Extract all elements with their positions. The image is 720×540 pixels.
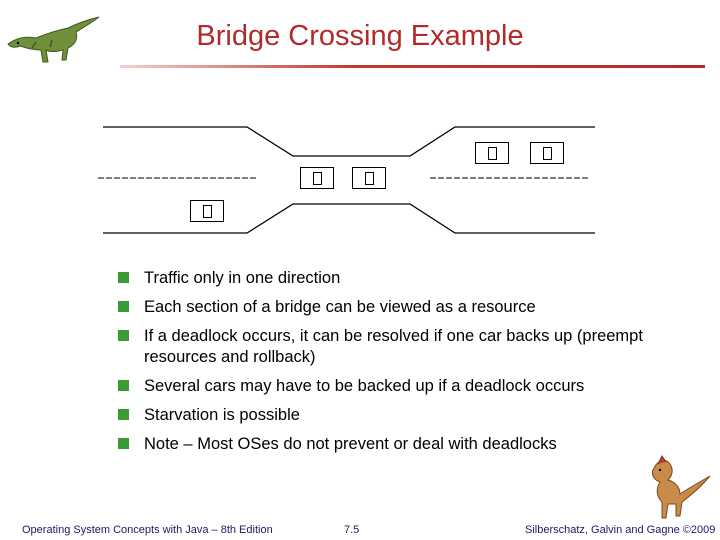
car-box-icon	[202, 204, 212, 218]
car-box-icon	[312, 171, 322, 185]
bullet-text: Note – Most OSes do not prevent or deal …	[144, 435, 557, 453]
car-bottom-left	[190, 200, 224, 222]
bullet-list: Traffic only in one direction Each secti…	[118, 268, 678, 463]
car-top-right-2	[530, 142, 564, 164]
slide-title: Bridge Crossing Example	[196, 20, 524, 52]
bullet-text: Each section of a bridge can be viewed a…	[144, 298, 536, 316]
bullet-square-icon	[118, 380, 129, 391]
bullet-item: Traffic only in one direction	[118, 268, 678, 289]
dinosaur-logo-icon	[7, 16, 100, 63]
car-box-icon	[487, 146, 497, 160]
bullet-square-icon	[118, 301, 129, 312]
bullet-text: If a deadlock occurs, it can be resolved…	[144, 327, 643, 366]
road-top-edge	[103, 126, 595, 157]
car-bridge-1	[300, 167, 334, 189]
car-box-icon	[542, 146, 552, 160]
bullet-item: Starvation is possible	[118, 405, 678, 426]
bullet-item: Note – Most OSes do not prevent or deal …	[118, 434, 678, 455]
bullet-item: Each section of a bridge can be viewed a…	[118, 297, 678, 318]
bullet-square-icon	[118, 330, 129, 341]
bullet-text: Traffic only in one direction	[144, 269, 341, 287]
bullet-square-icon	[118, 409, 129, 420]
bullet-item: If a deadlock occurs, it can be resolved…	[118, 326, 678, 368]
footer-page-number: 7.5	[344, 524, 360, 536]
footer-book-title: Operating System Concepts with Java – 8t…	[22, 524, 273, 536]
bullet-square-icon	[118, 438, 129, 449]
bullet-square-icon	[118, 272, 129, 283]
bullet-item: Several cars may have to be backed up if…	[118, 376, 678, 397]
road-bottom-edge	[103, 203, 595, 234]
bullet-text: Several cars may have to be backed up if…	[144, 377, 585, 395]
car-box-icon	[364, 171, 374, 185]
title-underline	[120, 65, 705, 68]
bullet-text: Starvation is possible	[144, 406, 300, 424]
car-bridge-2	[352, 167, 386, 189]
dinosaur-mascot-icon	[651, 455, 711, 519]
bridge-diagram	[98, 126, 595, 234]
car-top-right-1	[475, 142, 509, 164]
footer-copyright: Silberschatz, Galvin and Gagne ©2009	[525, 524, 716, 536]
